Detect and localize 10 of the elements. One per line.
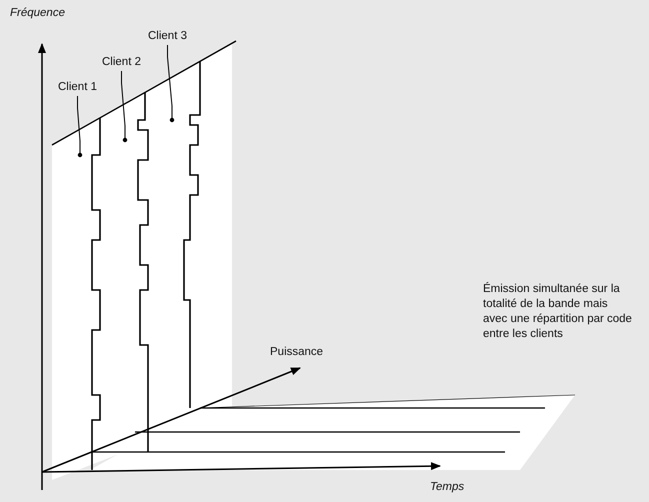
axis-label: Puissance xyxy=(270,345,324,360)
leader-line xyxy=(77,96,82,158)
client-label: Client 2 xyxy=(102,55,141,70)
annotation-text: Émission simultanée sur la totalité de la bande mais avec une répartition par code entre les clients xyxy=(483,282,633,342)
leader-line xyxy=(121,70,128,142)
axis-label: Temps xyxy=(430,480,464,495)
leader-line xyxy=(167,44,174,122)
axis-label: Fréquence xyxy=(10,6,65,21)
client-label: Client 3 xyxy=(148,29,187,44)
client-label: Client 1 xyxy=(58,80,97,95)
